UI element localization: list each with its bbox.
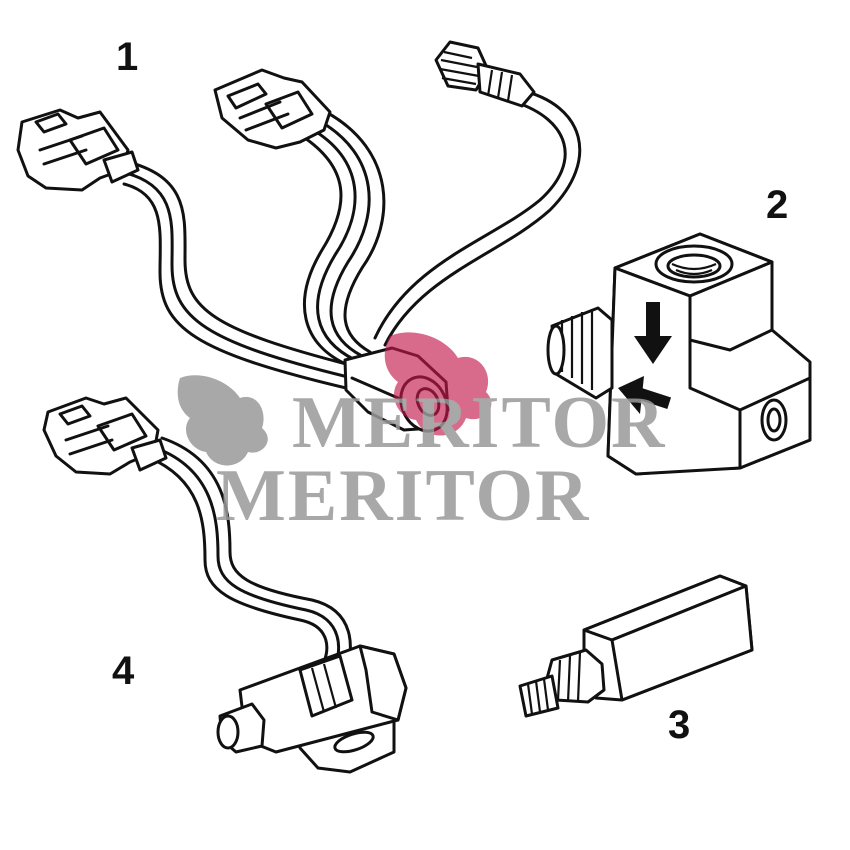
tee-fitting — [546, 232, 812, 476]
meritor-bull-logo-magenta — [384, 332, 492, 436]
harness-wire-right — [373, 88, 582, 347]
flow-arrow-down-icon — [634, 302, 672, 364]
watermark-text-lower: MERITOR — [216, 455, 590, 537]
harness-wires-left — [118, 158, 352, 390]
meritor-bull-logo-gray — [177, 375, 268, 466]
watermark-text-upper: MERITOR — [292, 382, 666, 464]
callout-2: 2 — [766, 183, 788, 227]
meritor-watermark: MERITOR MERITOR — [177, 332, 666, 537]
flow-arrow-left-icon — [618, 376, 672, 414]
callout-3: 3 — [668, 703, 690, 747]
sensor-with-bracket — [42, 396, 408, 774]
callout-4: 4 — [112, 649, 135, 693]
wiring-harness — [16, 40, 582, 433]
harness-wires-middle — [300, 110, 386, 368]
harness-connector-middle — [213, 68, 332, 150]
harness-connector-threaded — [434, 40, 536, 108]
pressure-switch — [518, 574, 754, 718]
harness-connector-left — [16, 108, 140, 192]
callout-1: 1 — [116, 35, 138, 79]
